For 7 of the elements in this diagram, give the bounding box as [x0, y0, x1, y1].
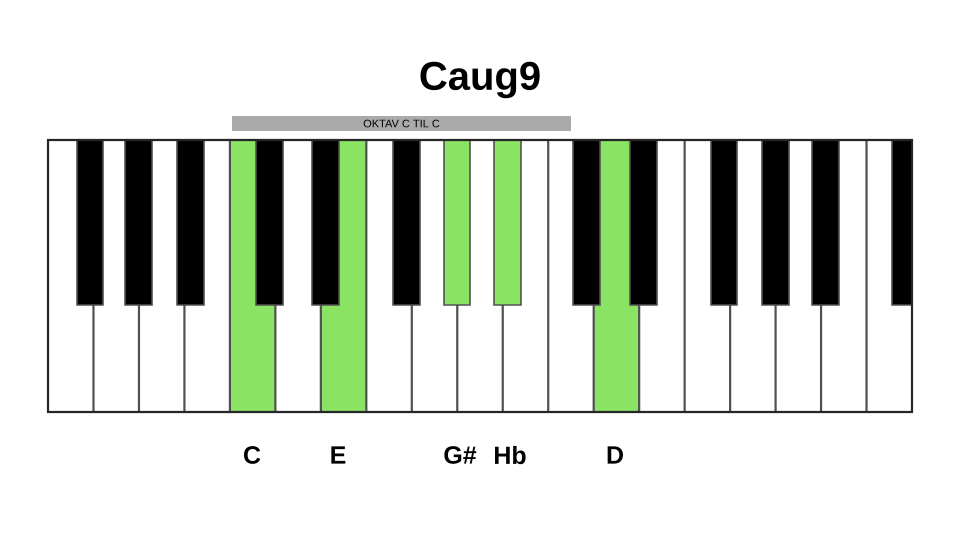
note-label: C [244, 446, 260, 464]
note-label: G# [444, 446, 476, 464]
note-label: Hb [495, 446, 526, 464]
note-label: E [331, 446, 346, 464]
title: Caug9 [420, 62, 540, 98]
note-label: D [608, 446, 623, 464]
octave-bar: OKTAV C TIL C [232, 116, 571, 131]
